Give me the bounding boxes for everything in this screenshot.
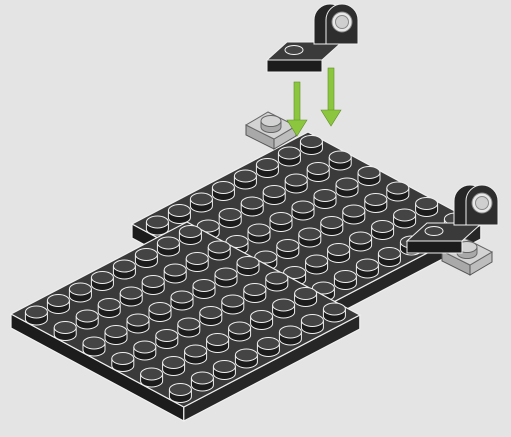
- pin-hole: [472, 193, 492, 213]
- stud: [113, 260, 135, 279]
- stud: [292, 201, 314, 220]
- stud: [120, 287, 142, 306]
- placement-arrow-right: [321, 68, 341, 126]
- stud: [306, 255, 328, 274]
- stud: [244, 284, 266, 303]
- stud: [358, 167, 380, 186]
- stud: [234, 170, 256, 189]
- stud: [169, 384, 191, 403]
- stud: [186, 253, 208, 272]
- stud: [76, 310, 98, 329]
- stud: [208, 241, 230, 260]
- stud: [295, 288, 317, 307]
- stud: [178, 318, 200, 337]
- stud: [365, 194, 387, 213]
- stud: [277, 240, 299, 259]
- stud: [285, 46, 303, 55]
- stud: [222, 295, 244, 314]
- stud: [237, 257, 259, 276]
- pin-hole: [332, 12, 352, 32]
- stud: [141, 368, 163, 387]
- stud: [350, 232, 372, 251]
- stud: [190, 193, 212, 212]
- stud: [200, 307, 222, 326]
- stud: [307, 163, 329, 182]
- stud: [135, 249, 157, 268]
- stud: [157, 237, 179, 256]
- stud: [212, 182, 234, 201]
- stud: [163, 357, 185, 376]
- stud: [416, 198, 438, 217]
- stud: [273, 299, 295, 318]
- stud: [193, 280, 215, 299]
- stud: [261, 116, 281, 133]
- stud: [394, 209, 416, 228]
- stud: [314, 190, 336, 209]
- stud: [171, 291, 193, 310]
- stud: [105, 326, 127, 345]
- stud: [301, 315, 323, 334]
- stud: [285, 174, 307, 193]
- stud: [179, 226, 201, 245]
- stud: [69, 283, 91, 302]
- stud: [278, 147, 300, 166]
- stud: [47, 295, 69, 314]
- placement-arrows: [287, 68, 341, 136]
- black-pin-hole-brick-floating: [267, 4, 358, 72]
- stud: [356, 259, 378, 278]
- stud: [185, 345, 207, 364]
- stud: [83, 337, 105, 356]
- stud: [321, 217, 343, 236]
- stud: [241, 197, 263, 216]
- stud: [372, 221, 394, 240]
- stud: [300, 136, 322, 155]
- stud: [164, 264, 186, 283]
- stud: [263, 186, 285, 205]
- stud: [299, 228, 321, 247]
- stud: [248, 224, 270, 243]
- stud: [91, 272, 113, 291]
- stud: [257, 338, 279, 357]
- stud: [54, 322, 76, 341]
- stud: [168, 205, 190, 224]
- stud: [336, 178, 358, 197]
- stud: [279, 326, 301, 345]
- stud: [329, 151, 351, 170]
- stud: [219, 209, 241, 228]
- stud: [328, 244, 350, 263]
- stud: [251, 311, 273, 330]
- stud: [266, 272, 288, 291]
- stud: [256, 159, 278, 178]
- stud: [191, 372, 213, 391]
- stud: [25, 306, 47, 325]
- stud: [213, 361, 235, 380]
- stud: [343, 205, 365, 224]
- stud: [334, 271, 356, 290]
- stud: [323, 303, 345, 322]
- stud: [112, 353, 134, 372]
- stud: [270, 213, 292, 232]
- stud: [229, 322, 251, 341]
- stud: [215, 268, 237, 287]
- stud: [142, 276, 164, 295]
- stud: [378, 248, 400, 267]
- stud: [98, 299, 120, 318]
- stud: [235, 349, 257, 368]
- stud: [146, 216, 168, 235]
- stud: [134, 341, 156, 360]
- stud: [387, 182, 409, 201]
- stud: [425, 227, 443, 236]
- stud: [149, 303, 171, 322]
- stud: [207, 334, 229, 353]
- stud: [127, 314, 149, 333]
- stud: [156, 330, 178, 349]
